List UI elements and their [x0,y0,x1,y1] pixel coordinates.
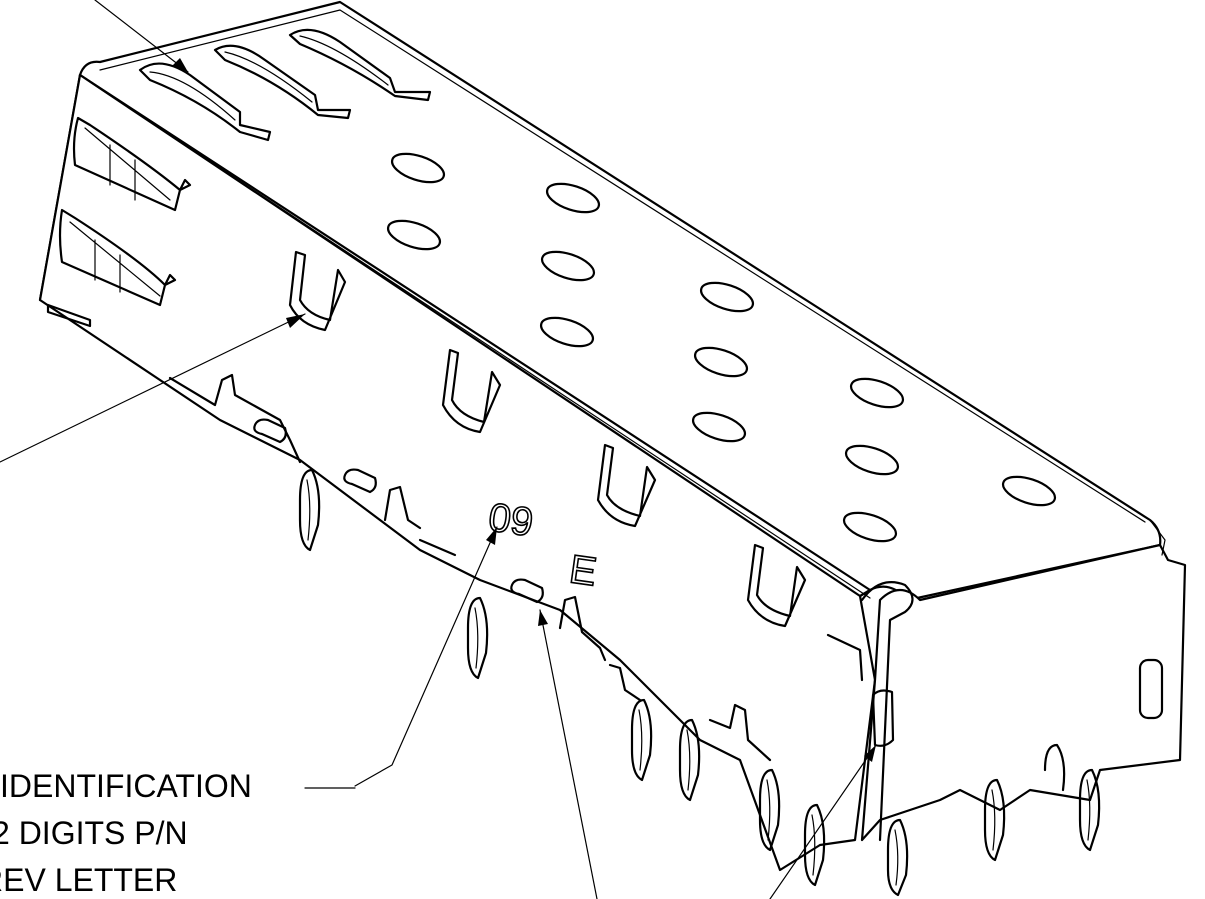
small-tab [343,468,377,494]
solder-leg [803,803,826,887]
leader-top [94,0,189,73]
solder-leg [630,698,653,782]
vent-hole [691,411,747,443]
identification-callout: IDENTIFICATION 2 DIGITS P/N REV LETTER [0,768,252,898]
vent-holes [386,152,1057,543]
top-finger-3 [288,28,432,102]
vent-hole [540,250,596,282]
leader-side-tab [0,313,306,463]
vent-hole [539,316,595,348]
solder-leg [1043,743,1066,792]
small-tab [510,578,544,604]
callout-line-2: 2 DIGITS P/N [0,815,188,851]
bottom-notches [168,373,772,762]
solder-leg [886,818,909,897]
side-tab-2 [441,348,502,434]
cage-body [38,0,1187,872]
arrowhead-ground-tab [864,745,876,762]
rolled-edge [860,581,914,842]
vent-hole [842,511,898,543]
vent-hole [849,377,905,409]
top-finger-1 [138,62,272,142]
side-tab-1 [288,250,347,332]
solder-leg [983,778,1006,862]
arrowhead-side-tab [286,314,305,328]
top-spring-fingers [138,28,432,142]
front-face-features [826,633,1164,747]
solder-leg [1078,768,1101,852]
left-slot [46,303,92,328]
side-tabs [288,250,807,628]
solder-leg [758,768,781,852]
side-tab-4 [746,543,807,628]
callout-line-1: IDENTIFICATION [0,768,252,804]
vent-hole [390,152,446,184]
vent-hole [693,346,749,378]
solder-legs [298,468,1101,897]
arrowhead-small-tab [538,610,548,626]
front-ground-tab [871,689,895,747]
top-edge-line [99,9,1146,523]
leader-lines [0,0,877,899]
vent-hole [699,281,755,313]
vent-hole [1001,475,1057,507]
vent-hole [545,182,601,214]
solder-leg [678,718,701,802]
small-tab [253,418,287,444]
cage-front-face [860,543,1187,842]
solder-leg [298,468,321,552]
leader-small-tab [539,609,598,899]
front-latch-window [1138,658,1164,720]
side-tab-3 [596,443,657,528]
cage-side-face [38,73,877,872]
vent-hole [844,444,900,476]
left-window-1 [72,116,192,212]
callout-line-3: REV LETTER [0,862,177,898]
arrowhead-top [172,58,188,72]
side-edge-line [89,81,871,599]
leader-identification [354,526,498,787]
left-face-spring-windows [46,116,192,328]
leader-ground-tab [769,744,877,899]
solder-leg [466,596,489,680]
front-corner [1149,519,1166,556]
vent-hole [386,219,442,251]
top-finger-2 [213,44,352,120]
arrowhead-identification [486,527,497,545]
left-window-2 [58,208,177,307]
